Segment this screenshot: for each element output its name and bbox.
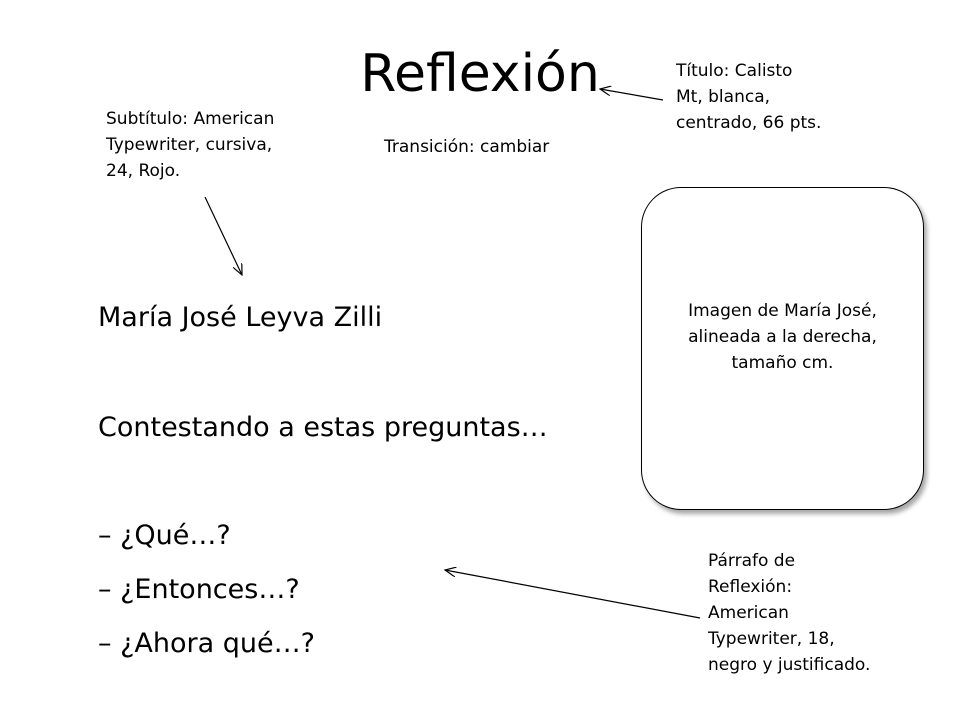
subtitle-note-line: 24, Rojo. bbox=[106, 161, 181, 181]
title-note-line: Mt, blanca, bbox=[676, 87, 771, 107]
subtitle-arrow bbox=[204, 196, 242, 275]
question-item: – ¿Qué…? bbox=[98, 520, 231, 551]
title-note-line: Título: Calisto bbox=[676, 61, 793, 81]
author-name: María José Leyva Zilli bbox=[98, 302, 383, 333]
image-placeholder-line: tamaño cm. bbox=[731, 353, 834, 373]
transition-note: Transición: cambiar bbox=[384, 137, 550, 157]
image-placeholder-text: Imagen de María José, alineada a la dere… bbox=[642, 298, 923, 376]
slide-title: Reflexión bbox=[360, 44, 600, 104]
question-item: – ¿Entonces…? bbox=[98, 574, 300, 605]
subtitle-note-line: Subtítulo: American bbox=[106, 109, 275, 129]
lead-text: Contestando a estas preguntas… bbox=[98, 412, 548, 443]
title-format-note: Título: Calisto Mt, blanca, centrado, 66… bbox=[676, 58, 821, 136]
subtitle-format-note: Subtítulo: American Typewriter, cursiva,… bbox=[106, 106, 274, 184]
paragraph-note-line: Párrafo de bbox=[708, 551, 796, 571]
question-item: – ¿Ahora qué…? bbox=[98, 628, 315, 659]
subtitle-note-line: Typewriter, cursiva, bbox=[106, 135, 273, 155]
paragraph-arrow bbox=[445, 570, 701, 619]
image-placeholder-line: alineada a la derecha, bbox=[688, 327, 877, 347]
title-note-line: centrado, 66 pts. bbox=[676, 113, 822, 133]
image-placeholder: Imagen de María José, alineada a la dere… bbox=[641, 187, 924, 510]
paragraph-note-line: Reflexión: bbox=[708, 577, 793, 597]
paragraph-note-line: American bbox=[708, 603, 789, 623]
paragraph-format-note: Párrafo de Reflexión: American Typewrite… bbox=[708, 548, 870, 678]
paragraph-note-line: negro y justificado. bbox=[708, 655, 871, 675]
paragraph-note-line: Typewriter, 18, bbox=[708, 629, 835, 649]
image-placeholder-line: Imagen de María José, bbox=[688, 301, 877, 321]
